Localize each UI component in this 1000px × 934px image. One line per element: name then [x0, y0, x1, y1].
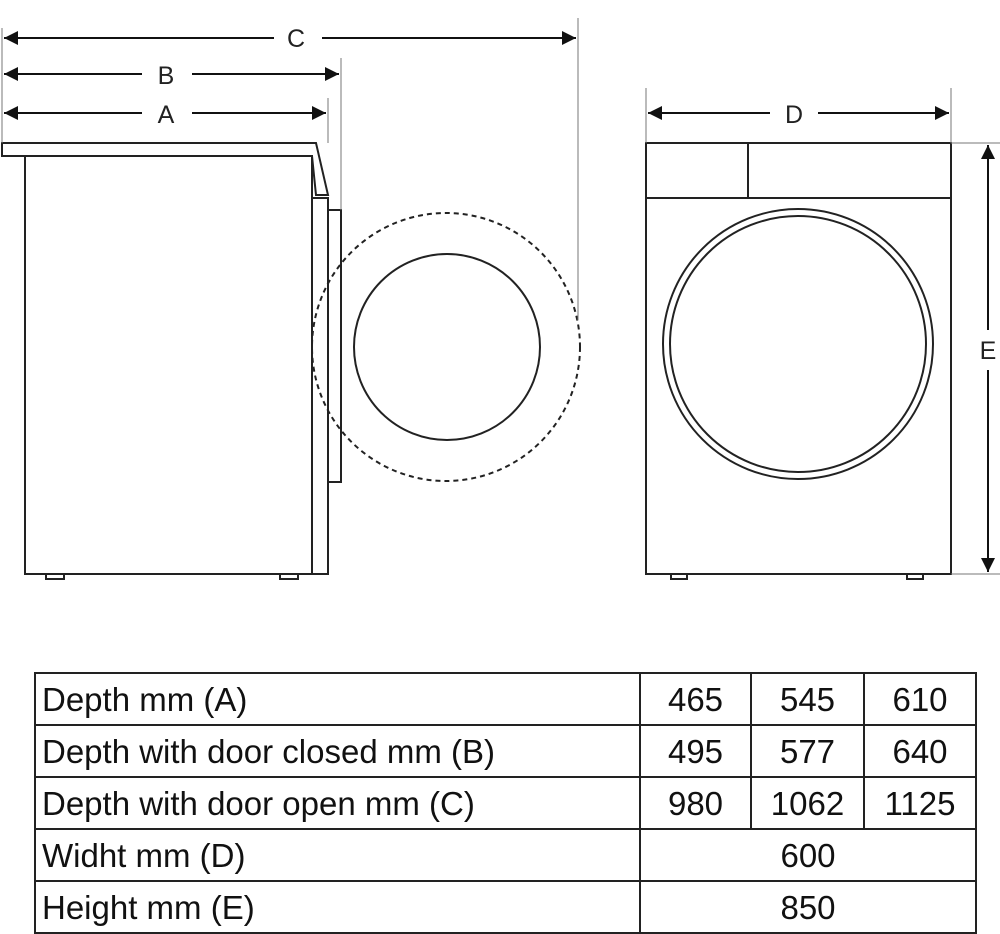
- dimension-diagram: C B A D E: [1, 18, 1000, 580]
- row-label: Depth with door open mm (C): [34, 776, 641, 830]
- side-foot-left: [45, 573, 65, 580]
- front-door-outer: [662, 208, 934, 480]
- row-value: 850: [639, 880, 977, 934]
- row-value: 1125: [863, 776, 977, 830]
- row-value: 640: [863, 724, 977, 778]
- side-top-panel: [1, 142, 330, 196]
- row-value: 1062: [750, 776, 865, 830]
- table-row: Depth mm (A) 465 545 610: [34, 672, 977, 726]
- side-door-closed: [327, 209, 342, 483]
- row-value: 600: [639, 828, 977, 882]
- dimension-label-e: E: [980, 337, 997, 365]
- side-door-porthole: [353, 253, 541, 441]
- front-view: [645, 142, 952, 580]
- table-row: Depth with door closed mm (B) 495 577 64…: [34, 724, 977, 778]
- table-row: Depth with door open mm (C) 980 1062 112…: [34, 776, 977, 830]
- dimension-label-b: B: [158, 62, 175, 90]
- side-body: [24, 155, 313, 575]
- row-label: Depth with door closed mm (B): [34, 724, 641, 778]
- front-foot-right: [906, 573, 924, 580]
- dimensions-table: Depth mm (A) 465 545 610 Depth with door…: [34, 672, 977, 934]
- row-value: 980: [639, 776, 752, 830]
- row-value: 610: [863, 672, 977, 726]
- dimension-label-a: A: [158, 101, 175, 129]
- row-label: Widht mm (D): [34, 828, 641, 882]
- row-value: 465: [639, 672, 752, 726]
- side-door-open-swing: [311, 212, 581, 482]
- row-label: Depth mm (A): [34, 672, 641, 726]
- extension-lines: [1, 18, 1000, 575]
- side-door-frame: [311, 197, 329, 575]
- side-foot-right: [279, 573, 299, 580]
- row-value: 577: [750, 724, 865, 778]
- table-row: Widht mm (D) 600: [34, 828, 977, 882]
- front-door-inner: [669, 215, 927, 473]
- dimension-label-c: C: [287, 25, 305, 53]
- row-value: 495: [639, 724, 752, 778]
- front-body: [645, 142, 952, 575]
- front-foot-left: [670, 573, 688, 580]
- table-row: Height mm (E) 850: [34, 880, 977, 934]
- row-value: 545: [750, 672, 865, 726]
- side-view: [1, 142, 581, 580]
- dimension-label-d: D: [785, 101, 803, 129]
- row-label: Height mm (E): [34, 880, 641, 934]
